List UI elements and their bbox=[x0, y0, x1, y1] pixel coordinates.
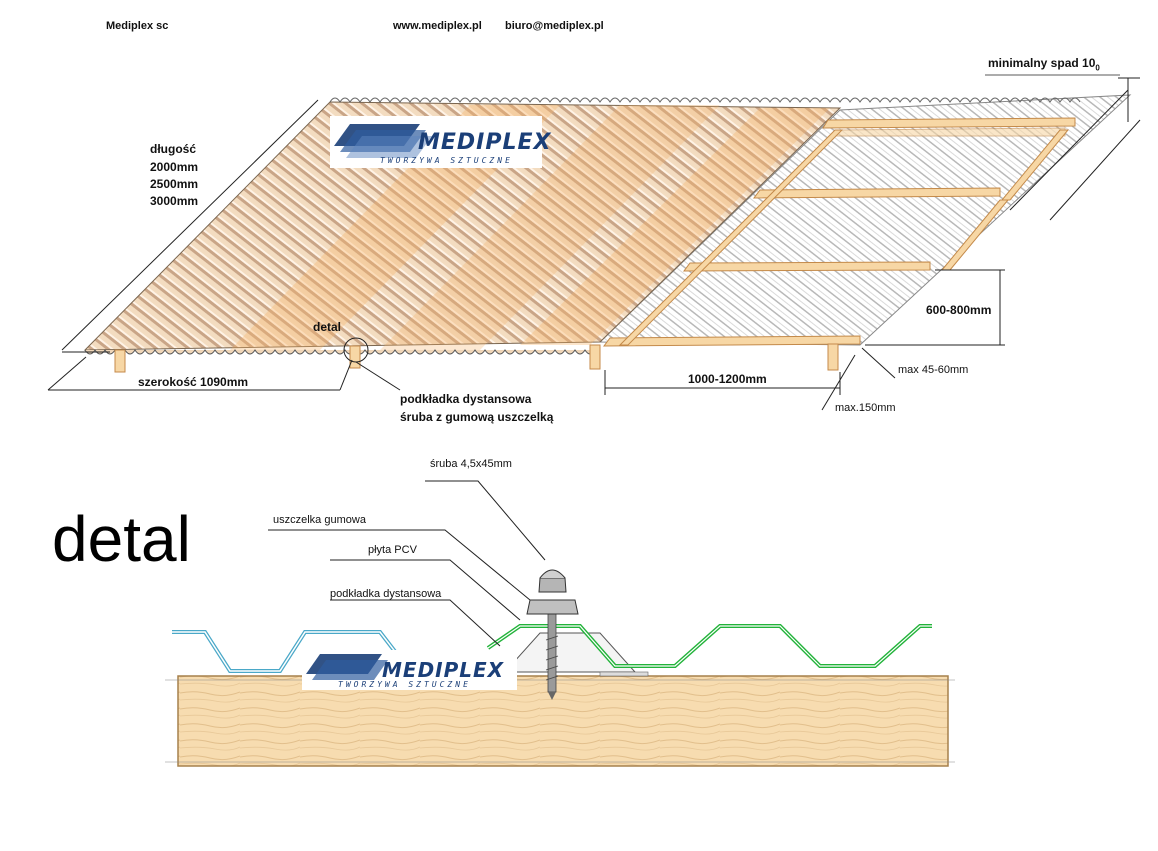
logo-tagline: TWORZYWA SZTUCZNE bbox=[380, 156, 513, 165]
logo-mark bbox=[334, 124, 432, 158]
rafter-spacing-label: 1000-1200mm bbox=[688, 372, 767, 386]
purlin-spacing-label: 600-800mm bbox=[926, 303, 992, 317]
brand-logo-detail: MEDIPLEX TWORZYWA SZTUCZNE bbox=[302, 650, 517, 690]
screw-label: śruba z gumową uszczelką bbox=[400, 410, 554, 424]
company-name: Mediplex sc bbox=[106, 20, 169, 32]
logo-brand-text: MEDIPLEX bbox=[418, 130, 552, 155]
slope-label: minimalny spad 100 bbox=[988, 56, 1100, 73]
length-option: 3000mm bbox=[150, 194, 199, 208]
spacer-label: podkładka dystansowa bbox=[400, 392, 532, 406]
length-option: 2000mm bbox=[150, 160, 199, 174]
detail-callout-label: detal bbox=[313, 320, 342, 334]
width-label: szerokość 1090mm bbox=[138, 375, 249, 389]
detail-title: detal bbox=[52, 503, 191, 575]
purlin-size-label: max 45-60mm bbox=[898, 364, 969, 376]
length-title: długość bbox=[150, 142, 197, 156]
logo-tagline: TWORZYWA SZTUCZNE bbox=[338, 680, 471, 689]
brand-logo-top: MEDIPLEX TWORZYWA SZTUCZNE bbox=[330, 116, 551, 168]
logo-brand-text: MEDIPLEX bbox=[382, 658, 505, 682]
length-option: 2500mm bbox=[150, 177, 199, 191]
logo-mark bbox=[306, 654, 388, 680]
website-link[interactable]: www.mediplex.pl bbox=[393, 20, 482, 32]
overhang-label: max.150mm bbox=[835, 402, 896, 414]
spacer-detail-label: podkładka dystansowa bbox=[330, 588, 442, 600]
gasket-label: uszczelka gumowa bbox=[273, 514, 366, 526]
email-link[interactable]: biuro@mediplex.pl bbox=[505, 20, 604, 32]
sheet-label: płyta PCV bbox=[368, 544, 417, 556]
screw-spec-label: śruba 4,5x45mm bbox=[430, 458, 512, 470]
